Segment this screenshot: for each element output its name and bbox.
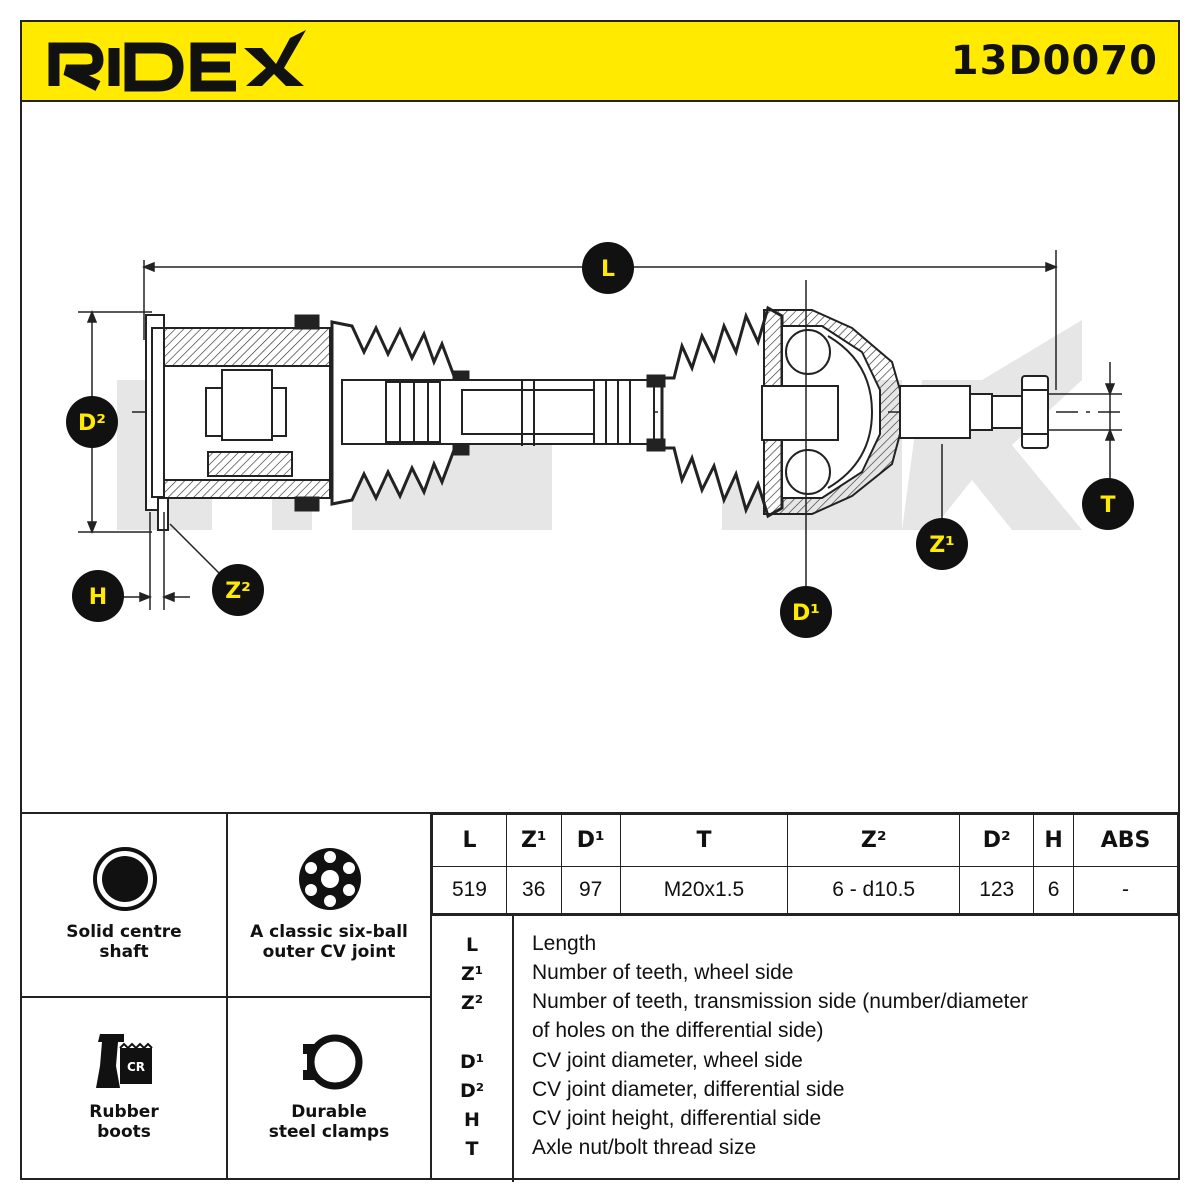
spec-header: L — [432, 814, 507, 867]
legend-text: Number of teeth, transmission side (numb… — [532, 990, 1029, 1013]
legend-symbol: D¹ — [459, 1051, 485, 1073]
legend-symbol: H — [464, 1109, 480, 1131]
feature-solid-shaft: Solid centre shaft — [22, 814, 228, 998]
feature-label: Durable steel clamps — [268, 1102, 390, 1142]
legend-symbol: L — [465, 934, 479, 956]
spec-table: L Z¹ D¹ T Z² D² H ABS 519 36 97 M20x1.5 … — [432, 814, 1178, 915]
callout-D1-text: D¹ — [792, 601, 820, 626]
technical-drawing: L D² H Z² D¹ Z¹ T — [22, 100, 1178, 812]
feature-six-ball: A classic six-ball outer CV joint — [228, 814, 432, 998]
callout-L-text: L — [601, 257, 615, 282]
legend-symbol: T — [465, 1138, 479, 1160]
legend-symbol: Z¹ — [460, 963, 484, 985]
callout-H: H — [72, 570, 124, 622]
spec-value: 36 — [505, 865, 562, 915]
legend-text: CV joint diameter, differential side — [532, 1078, 845, 1101]
spec-value: - — [1073, 865, 1178, 915]
callouts: L D² H Z² D¹ Z¹ T — [66, 242, 1134, 638]
rubber-boot-badge: CR — [127, 1060, 145, 1074]
callout-D1: D¹ — [780, 586, 832, 638]
callout-Z2-text: Z² — [225, 579, 251, 604]
feature-label: Solid centre shaft — [66, 922, 182, 962]
spec-header: D¹ — [560, 814, 621, 867]
legend: L Length Z¹ Number of teeth, wheel side … — [432, 914, 1178, 1182]
spec-value: 6 - d10.5 — [787, 865, 961, 915]
legend-symbol: Z² — [460, 992, 484, 1014]
header-bar: 13D0070 — [22, 22, 1178, 102]
legend-text: Length — [532, 932, 597, 955]
legend-text: CV joint height, differential side — [532, 1107, 822, 1130]
legend-divider — [512, 916, 514, 1182]
callout-L: L — [582, 242, 634, 294]
spec-value: 123 — [959, 865, 1035, 915]
spec-value: 519 — [432, 865, 507, 915]
spec-header: D² — [959, 814, 1035, 867]
callout-Z1-text: Z¹ — [929, 533, 955, 558]
six-ball-joint-icon — [299, 848, 361, 910]
rubber-boot-icon: CR — [96, 1034, 153, 1088]
legend-symbol: D² — [459, 1080, 485, 1102]
inner-cv-joint — [145, 314, 331, 531]
legend-text: CV joint diameter, wheel side — [532, 1049, 803, 1072]
legend-text: Axle nut/bolt thread size — [532, 1136, 757, 1159]
callout-D2-text: D² — [78, 411, 106, 436]
stub-axle — [899, 375, 1049, 449]
callout-H-text: H — [89, 585, 107, 610]
feature-steel-clamps: Durable steel clamps — [228, 998, 432, 1180]
spec-value-row: 519 36 97 M20x1.5 6 - d10.5 123 6 - — [432, 865, 1178, 915]
legend-text: of holes on the differential side) — [532, 1019, 824, 1042]
spec-header: Z² — [787, 814, 961, 867]
part-number: 13D0070 — [950, 38, 1158, 84]
spec-header: Z¹ — [505, 814, 562, 867]
feature-label: Rubber boots — [89, 1102, 159, 1142]
page-frame — [20, 20, 1180, 1180]
spec-section: Solid centre shaft A classic six-ball ou… — [22, 812, 1178, 1182]
steel-clamp-icon — [303, 1034, 363, 1090]
spec-header: ABS — [1073, 814, 1178, 867]
ridex-logo — [46, 28, 306, 98]
spec-value: 97 — [560, 865, 621, 915]
callout-T: T — [1082, 478, 1134, 530]
solid-shaft-icon — [93, 847, 157, 911]
spec-header: T — [619, 814, 789, 867]
callout-Z2: Z² — [212, 564, 264, 616]
callout-D2: D² — [66, 396, 118, 448]
callout-T-text: T — [1100, 493, 1115, 518]
feature-label: A classic six-ball outer CV joint — [250, 922, 408, 962]
callout-Z1: Z¹ — [916, 518, 968, 570]
spec-value: M20x1.5 — [619, 865, 789, 915]
spec-header: H — [1033, 814, 1075, 867]
feature-rubber-boots: CR Rubber boots — [22, 998, 228, 1180]
solid-shaft — [341, 379, 655, 446]
spec-value: 6 — [1033, 865, 1075, 915]
legend-text: Number of teeth, wheel side — [532, 961, 794, 984]
spec-header-row: L Z¹ D¹ T Z² D² H ABS — [432, 814, 1178, 867]
